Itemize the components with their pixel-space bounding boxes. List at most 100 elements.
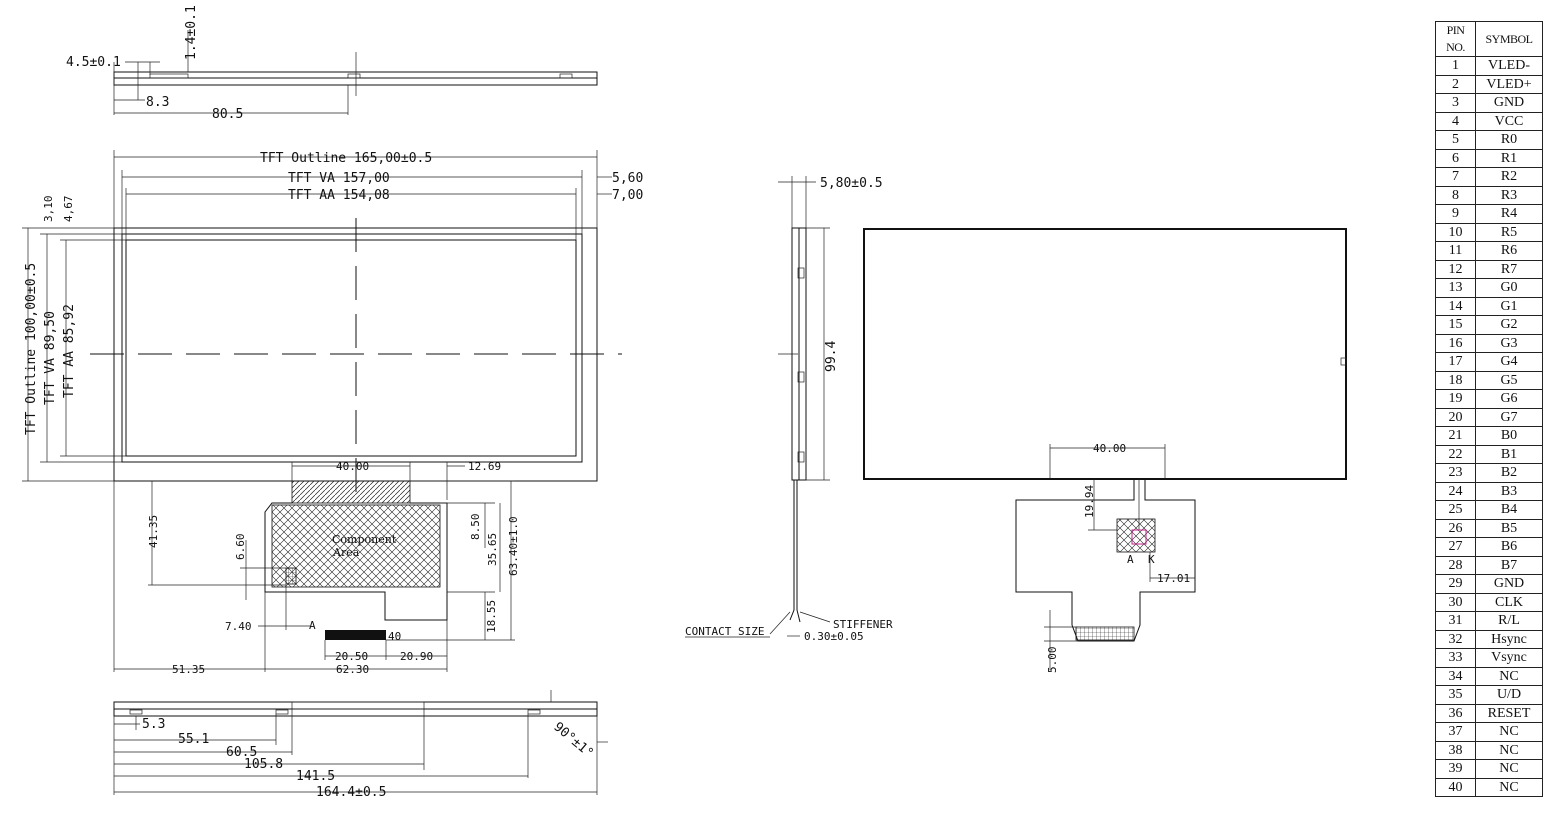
pin-number: 5 [1435, 130, 1476, 150]
dim-62-30: 62.30 [336, 663, 369, 676]
pin-label-k-back: K [1148, 553, 1155, 566]
pin-symbol: B7 [1475, 555, 1543, 575]
pin-number: 39 [1435, 759, 1476, 779]
pin-label-40-front: 40 [388, 630, 401, 643]
pin-number: 22 [1435, 444, 1476, 464]
pin-number: 15 [1435, 315, 1476, 335]
pin-number: 36 [1435, 703, 1476, 723]
pin-symbol: G4 [1475, 352, 1543, 372]
dim-35-65: 35.65 [486, 533, 499, 566]
dim-tft-va-height: TFT VA 89,50 [43, 311, 58, 405]
pin-number: 32 [1435, 629, 1476, 649]
pin-symbol: NC [1475, 759, 1543, 779]
dim-4-5: 4.5±0.1 [66, 55, 121, 70]
dim-63-40: 63.40±1.0 [507, 516, 520, 576]
dim-20-90: 20.90 [400, 650, 433, 663]
pin-symbol: G1 [1475, 296, 1543, 316]
pin-symbol: R/L [1475, 611, 1543, 631]
dim-tft-outline-height: TFT Outline 100,00±0.5 [24, 263, 39, 435]
pin-symbol: G6 [1475, 389, 1543, 409]
pin-symbol: Hsync [1475, 629, 1543, 649]
pin-number: 8 [1435, 185, 1476, 205]
pin-number: 4 [1435, 111, 1476, 131]
pin-number: 19 [1435, 389, 1476, 409]
pin-symbol: NC [1475, 740, 1543, 760]
pin-label-a-front: A [309, 619, 316, 632]
pin-number: 14 [1435, 296, 1476, 316]
pin-label-a-back: A [1127, 553, 1134, 566]
dim-3-10: 3,10 [42, 196, 55, 223]
dim-19-94: 19.94 [1083, 485, 1096, 518]
stiffener-label: STIFFENER [833, 618, 893, 631]
pin-number: 34 [1435, 666, 1476, 686]
pin-symbol: B1 [1475, 444, 1543, 464]
pin-number: 35 [1435, 685, 1476, 705]
dim-side-height: 99.4 [824, 341, 839, 372]
dim-40-00-back: 40.00 [1093, 442, 1126, 455]
dim-5-00: 5.00 [1046, 647, 1059, 674]
dim-41-35: 41.35 [147, 515, 160, 548]
pin-symbol: Vsync [1475, 648, 1543, 668]
pin-symbol: B4 [1475, 500, 1543, 520]
pin-symbol: R0 [1475, 130, 1543, 150]
pin-number: 7 [1435, 167, 1476, 187]
dim-tft-aa-height: TFT AA 85,92 [62, 304, 77, 398]
pin-symbol: GND [1475, 93, 1543, 113]
pin-symbol: R3 [1475, 185, 1543, 205]
pin-symbol: VCC [1475, 111, 1543, 131]
pin-table-header: PIN NO. SYMBOL [1435, 21, 1543, 57]
dim-12-69: 12.69 [468, 460, 501, 473]
pin-symbol: R5 [1475, 222, 1543, 242]
pin-symbol: G2 [1475, 315, 1543, 335]
dim-18-55: 18.55 [485, 600, 498, 633]
pin-number: 13 [1435, 278, 1476, 298]
dim-1-4: 1.4±0.1 [184, 5, 199, 60]
pin-number: 26 [1435, 518, 1476, 538]
dim-40-00-front: 40.00 [336, 460, 369, 473]
dim-stiffener-thickness: 0.30±0.05 [804, 630, 864, 643]
pin-number: 11 [1435, 241, 1476, 261]
pin-number: 31 [1435, 611, 1476, 631]
dim-side-thickness: 5,80±0.5 [820, 176, 883, 191]
dim-5-3: 5.3 [142, 717, 165, 732]
pin-number: 9 [1435, 204, 1476, 224]
pin-number: 27 [1435, 537, 1476, 557]
pin-number: 30 [1435, 592, 1476, 612]
pin-symbol: B5 [1475, 518, 1543, 538]
dim-105-8: 105.8 [244, 757, 283, 772]
pin-symbol: R2 [1475, 167, 1543, 187]
dim-5-60: 5,60 [612, 171, 643, 186]
dim-17-01: 17.01 [1157, 572, 1190, 585]
pin-symbol: G5 [1475, 370, 1543, 390]
pin-number: 38 [1435, 740, 1476, 760]
back-view: 40.00 19.94 A K 17.01 5.00 [863, 228, 1347, 674]
front-view: TFT Outline 165,00±0.5 TFT VA 157,00 TFT… [22, 150, 643, 500]
header-pin-no: PIN NO. [1435, 21, 1476, 57]
pin-symbol: VLED- [1475, 56, 1543, 76]
top-view: 4.5±0.1 1.4±0.1 8.3 80.5 [66, 5, 598, 122]
pin-symbol: G3 [1475, 333, 1543, 353]
